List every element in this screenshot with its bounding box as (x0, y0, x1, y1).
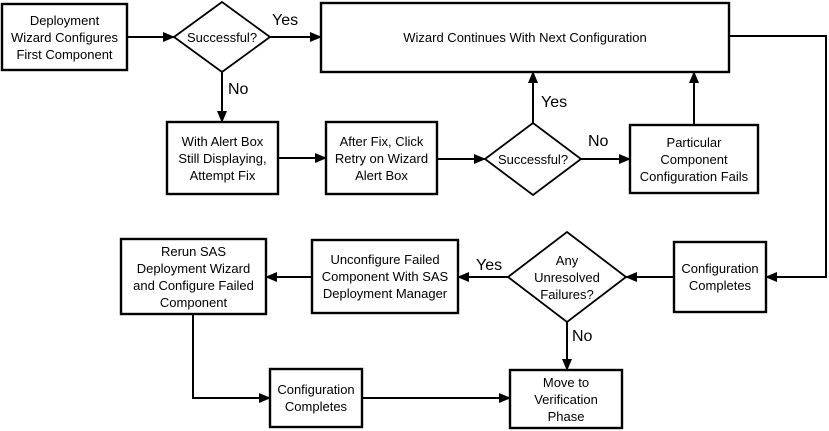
node-config-completes-right-shape (672, 240, 768, 314)
node-unconfigure-component-shape (310, 238, 460, 315)
edge-wizard-continues-to-config-completes (729, 35, 827, 282)
node-particular-fails-shape (628, 123, 760, 195)
node-any-unresolved-failures-shape (506, 230, 628, 324)
node-successful-2-shape (483, 121, 583, 197)
node-config-completes-bottom-shape (268, 367, 364, 429)
node-deploy-first-component-shape (0, 2, 129, 72)
node-successful-1-shape (172, 0, 272, 74)
node-rerun-wizard-shape (119, 237, 268, 316)
node-retry-on-wizard-shape (324, 120, 439, 196)
node-wizard-continues-shape (319, 1, 731, 74)
shapes-layer (0, 0, 768, 430)
node-move-to-verification-shape (508, 368, 624, 430)
edge-rerun-to-config-completes-bottom (192, 314, 271, 403)
edges-layer (127, 32, 827, 403)
node-alert-box-attempt-fix-shape (165, 120, 280, 196)
